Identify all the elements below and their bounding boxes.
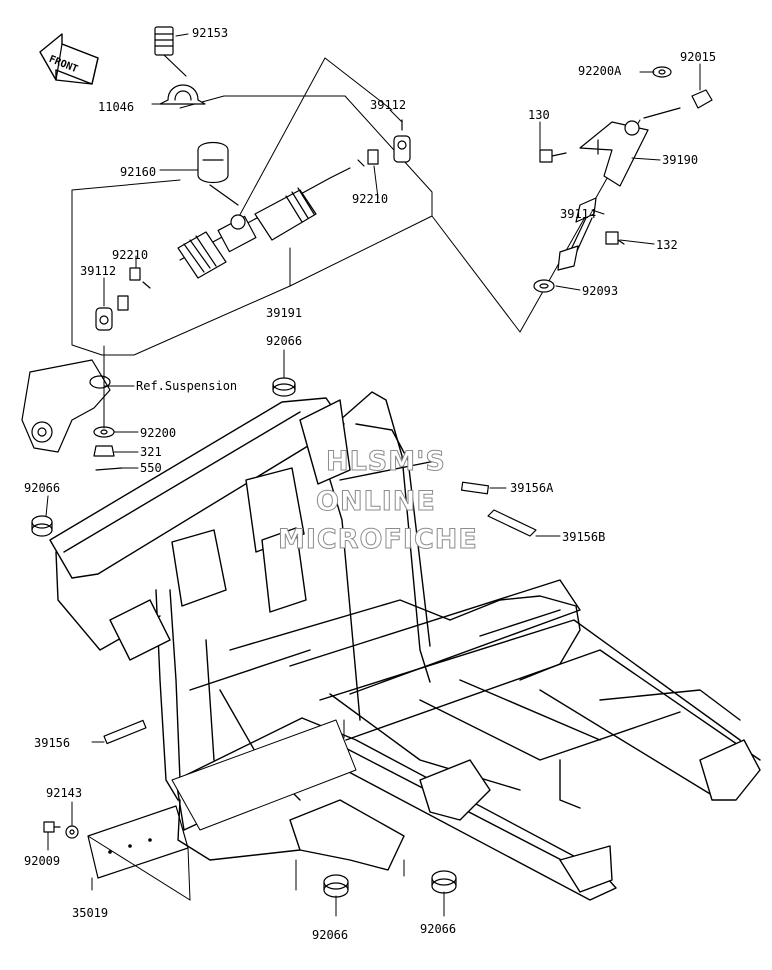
part-label-39112-top[interactable]: 39112 xyxy=(370,98,407,112)
part-92153-pin-icon xyxy=(154,26,187,77)
part-label-39114[interactable]: 39114 xyxy=(560,207,597,221)
part-321-nut-icon xyxy=(93,445,115,457)
part-92066-bottom-right-grommet-icon xyxy=(431,870,457,894)
part-39156A-pad-icon xyxy=(460,481,490,495)
part-130-bolt-icon xyxy=(539,149,567,163)
part-39112-top-tie-rod-icon xyxy=(357,119,411,167)
part-92066-top-grommet-icon xyxy=(272,377,296,397)
part-92093-washer-icon xyxy=(533,279,555,293)
part-label-39190[interactable]: 39190 xyxy=(662,153,699,167)
part-label-92066-top[interactable]: 92066 xyxy=(266,334,303,348)
part-39191-steering-rack-icon xyxy=(177,167,351,279)
watermark-line-2: ONLINE xyxy=(316,486,436,518)
part-label-39112-left[interactable]: 39112 xyxy=(80,264,117,278)
part-label-92093[interactable]: 92093 xyxy=(582,284,619,298)
part-label-92210-left[interactable]: 92210 xyxy=(112,248,149,262)
leader-lines xyxy=(45,33,701,917)
part-92200-washer-icon xyxy=(93,426,115,438)
part-label-92200A[interactable]: 92200A xyxy=(578,64,622,78)
steering-knuckle-icon xyxy=(21,359,111,453)
part-550-pin-icon xyxy=(95,467,123,471)
part-label-11046[interactable]: 11046 xyxy=(98,100,135,114)
part-92015-nut-icon xyxy=(691,89,713,109)
part-92066-bottom-left-grommet-icon xyxy=(323,874,349,898)
part-label-92153[interactable]: 92153 xyxy=(192,26,229,40)
part-label-35019[interactable]: 35019 xyxy=(72,906,109,920)
part-92066-left-grommet-icon xyxy=(31,515,53,537)
part-39190-column-icon xyxy=(579,107,681,187)
front-arrow-icon xyxy=(39,33,99,85)
part-label-92066-left[interactable]: 92066 xyxy=(24,481,61,495)
part-label-92210-right[interactable]: 92210 xyxy=(352,192,389,206)
part-label-92009[interactable]: 92009 xyxy=(24,854,61,868)
reference-suspension-label[interactable]: Ref.Suspension xyxy=(136,379,238,393)
part-39114-shaft-icon xyxy=(557,197,597,271)
part-label-130[interactable]: 130 xyxy=(528,108,550,122)
part-39156B-pad-icon xyxy=(487,509,537,537)
watermark-line-3: MICROFICHE xyxy=(278,524,478,556)
part-92143-washer-icon xyxy=(65,825,79,839)
part-11046-clamp-icon xyxy=(159,84,206,105)
part-label-92066-bottom-left[interactable]: 92066 xyxy=(312,928,349,942)
steering-group-outline xyxy=(71,57,641,356)
part-label-92143[interactable]: 92143 xyxy=(46,786,83,800)
part-132-bolt-icon xyxy=(605,231,625,245)
part-label-39156B[interactable]: 39156B xyxy=(562,530,606,544)
part-92200A-washer-icon xyxy=(652,66,672,78)
part-39156-pad-icon xyxy=(103,719,147,745)
part-92009-bolt-icon xyxy=(43,821,61,833)
part-label-39156A[interactable]: 39156A xyxy=(510,481,554,495)
part-label-39191[interactable]: 39191 xyxy=(266,306,303,320)
part-label-92015[interactable]: 92015 xyxy=(680,50,717,64)
part-92210-left-nut-icon xyxy=(129,267,151,289)
part-label-132[interactable]: 132 xyxy=(656,238,678,252)
watermark-line-1: HLSM'S xyxy=(326,446,446,478)
part-label-92160[interactable]: 92160 xyxy=(120,165,157,179)
part-label-550[interactable]: 550 xyxy=(140,461,162,475)
part-label-39156[interactable]: 39156 xyxy=(34,736,71,750)
part-39112-left-tie-rod-icon xyxy=(95,295,129,331)
part-label-92066-bottom-right[interactable]: 92066 xyxy=(420,922,457,936)
part-92160-bushing-icon xyxy=(197,141,239,206)
vehicle-frame-icon xyxy=(49,391,761,901)
part-label-92200[interactable]: 92200 xyxy=(140,426,177,440)
part-label-321[interactable]: 321 xyxy=(140,445,162,459)
